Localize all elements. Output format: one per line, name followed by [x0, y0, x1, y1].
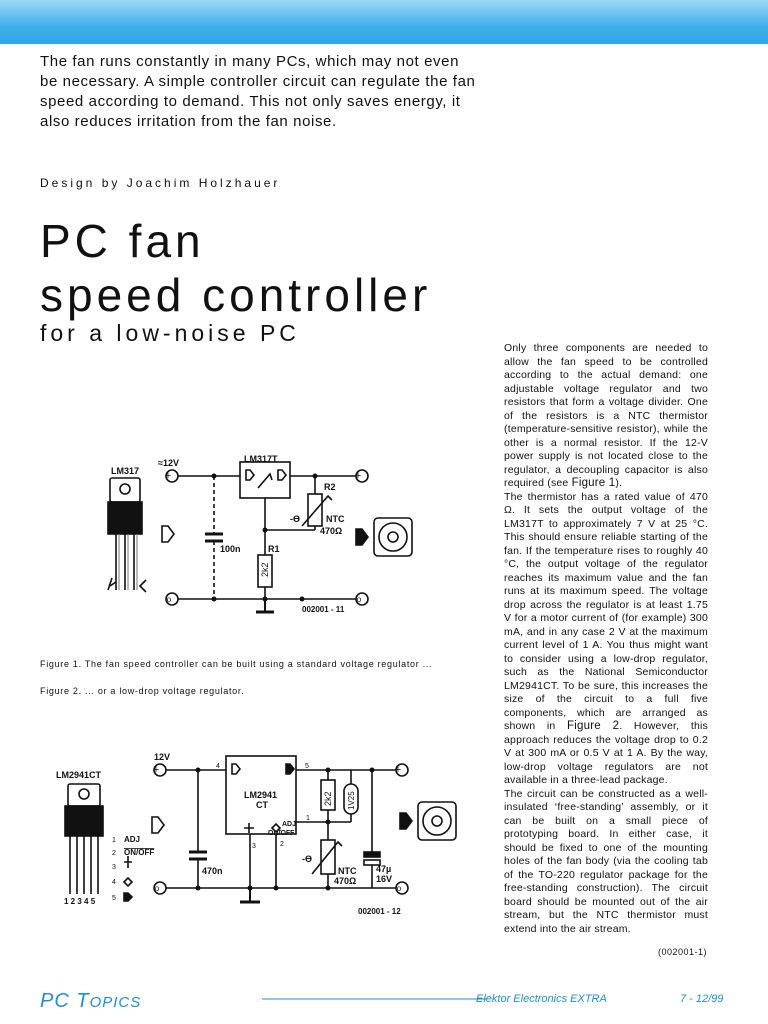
fig2-onoff-label: ON/OFF [268, 830, 295, 837]
section-brand: PC TOPICS [40, 990, 142, 1012]
fig1-theta-label: -ϴ [290, 514, 300, 524]
svg-text:o: o [167, 595, 172, 604]
job-reference: (002001-1) [658, 947, 708, 957]
intro-text: The fan runs constantly in many PCs, whi… [40, 53, 476, 130]
fig1-ntc-value: 470Ω [320, 526, 342, 536]
fig2-cap2-value: 47µ [376, 864, 391, 874]
body-column: Only three components are needed to allo… [504, 342, 708, 936]
fig2-r-value: 2k2 [323, 791, 333, 806]
fig2-pin-2: 2 [280, 841, 284, 848]
fig1-r1-label: R1 [268, 544, 280, 554]
fig2-leg-adj: ADJ [124, 835, 140, 844]
svg-text:2: 2 [112, 850, 116, 857]
title-line-2: speed controller [40, 269, 432, 321]
fig2-package-label: LM2941CT [56, 770, 102, 780]
fig2-adj-label: ADJ [282, 821, 296, 828]
figure-2-caption: Figure 2. ... or a low-drop voltage regu… [40, 686, 245, 696]
figure-2-schematic: + + o o LM2941CT 12V LM2941 CT ADJ ON/OF… [56, 752, 457, 916]
fig1-package-label: LM317 [111, 466, 139, 476]
fig2-ic-label-1: LM2941 [244, 790, 277, 800]
byline: Design by Joachim Holzhauer [40, 176, 281, 190]
header-bar [0, 0, 768, 44]
body-paragraph-1: Only three components are needed to allo… [504, 342, 708, 489]
article-title: PC fan speed controller [40, 214, 431, 322]
title-line-1: PC fan [40, 215, 205, 267]
svg-text:+: + [395, 764, 401, 776]
fig2-ntc-label: NTC [338, 866, 357, 876]
svg-text:o: o [397, 884, 402, 893]
fig1-r1-value: 2k2 [260, 562, 270, 577]
fig2-cap2-voltage: 16V [376, 874, 392, 884]
svg-text:o: o [155, 884, 160, 893]
magazine-name: Elektor Electronics EXTRA [476, 993, 607, 1005]
fig2-diode-label: 1V25 [347, 791, 356, 810]
fig2-leg-onoff: ON/OFF [124, 848, 154, 857]
fig2-pin-numbers: 1 2 3 4 5 [64, 897, 96, 906]
fig1-ic-label: LM317T [244, 454, 278, 464]
article-subtitle: for a low-noise PC [40, 320, 300, 346]
fig2-supply-label: 12V [154, 752, 170, 762]
fig2-pin-1: 1 [306, 815, 310, 822]
fig2-theta-label: -ϴ [302, 854, 312, 864]
page-number: 7 - 12/99 [680, 993, 724, 1005]
fig1-code: 002001 - 11 [302, 605, 345, 614]
fig1-supply-label: ≈12V [158, 458, 179, 468]
footer-rule: ———————————————— [262, 990, 487, 1007]
svg-text:1: 1 [112, 837, 116, 844]
body-paragraph-3: The circuit can be constructed as a well… [504, 787, 708, 935]
fig1-r2-label: R2 [324, 482, 336, 492]
fig2-code: 002001 - 12 [358, 907, 401, 916]
fig2-pin-3: 3 [252, 843, 256, 850]
fig2-ic-label-2: CT [256, 800, 268, 810]
svg-text:+: + [355, 470, 361, 482]
svg-text:3: 3 [112, 864, 116, 871]
body-paragraph-2: The thermistor has a rated value of 470 … [504, 490, 708, 787]
fig2-ntc-value: 470Ω [334, 876, 356, 886]
fig1-cap-label: 100n [220, 544, 241, 554]
footer: PC TOPICS ———————————————— Elektor Elect… [40, 990, 730, 1012]
svg-text:o: o [357, 595, 362, 604]
figure-1-caption: Figure 1. The fan speed controller can b… [40, 659, 433, 669]
svg-text:+: + [153, 764, 159, 776]
fig2-pin-5: 5 [305, 763, 309, 770]
svg-text:5: 5 [112, 895, 116, 902]
svg-text:4: 4 [112, 879, 116, 886]
fig2-pin-4: 4 [216, 763, 220, 770]
figure-1-schematic: + + o o LM317 ≈12V LM317T R2 -ϴ NTC 470Ω… [107, 454, 413, 614]
fig1-ntc-label: NTC [326, 514, 345, 524]
fig2-cap1-label: 470n [202, 866, 223, 876]
svg-text:+: + [165, 470, 171, 482]
